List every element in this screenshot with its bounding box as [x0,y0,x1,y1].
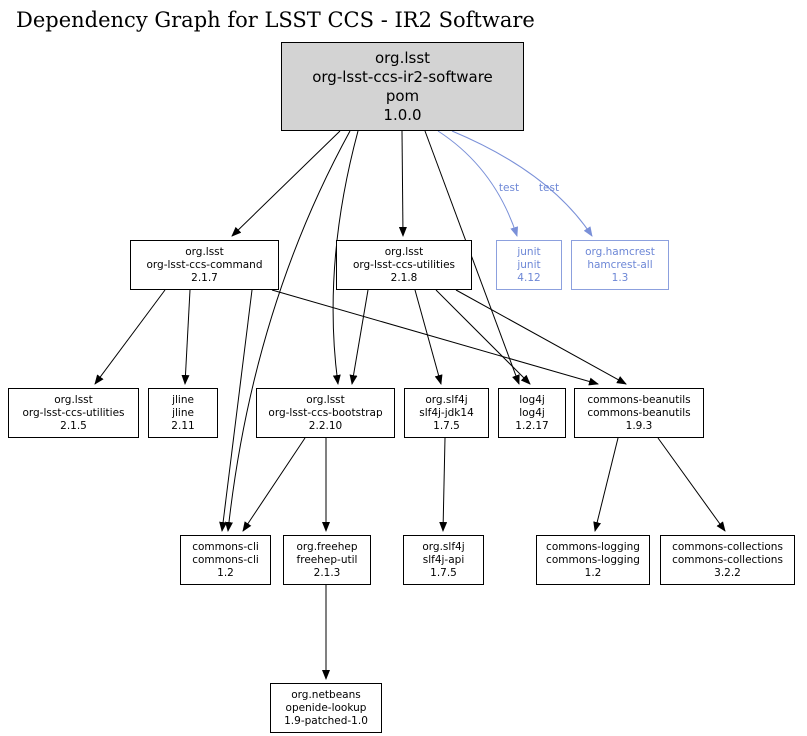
edge-command-to-jline [181,289,191,385]
node-label-line: 1.7.5 [430,566,457,579]
node-label-line: 1.2.17 [515,419,549,432]
node-label-line: 1.7.5 [433,419,460,432]
node-label-line: 2.11 [171,419,195,432]
edge-command-to-commons-cli [219,289,253,532]
node-label-line: commons-collections [672,553,783,566]
node-label-line: 2.1.3 [313,566,341,579]
node-label-line: org.lsst [374,48,431,67]
edge-root-to-command [231,130,341,237]
node-label-line: slf4j-api [422,553,465,566]
node-label-line: org.netbeans [291,688,361,701]
node-label-line: commons-beanutils [587,406,691,419]
edge-utilities218-to-log4j [435,289,531,385]
edge-root-to-utilities218 [398,130,407,237]
edge-utilities218-to-beanutils [455,289,627,385]
node-label-line: org.lsst [54,393,93,406]
node-label-line: 1.9-patched-1.0 [284,714,368,727]
node-label-line: org.lsst [306,393,345,406]
node-label-line: 1.2 [217,566,234,579]
node-label-line: openide-lookup [285,701,367,714]
node-label-line: 1.0.0 [383,105,422,124]
node-label-line: org.slf4j [422,540,465,553]
node-label-line: jline [172,406,194,419]
edge-root-to-junit [437,130,519,237]
node-label-line: org.freehep [296,540,358,553]
node-label-line: commons-collections [672,540,783,553]
edge-beanutils-to-commons-collections [657,437,726,532]
node-label-line: 1.3 [611,271,629,284]
node-label-line: 2.2.10 [308,419,343,432]
node-label-line: 1.2 [584,566,602,579]
node-label-line: log4j [519,406,545,419]
node-label-line: commons-cli [192,540,259,553]
node-label-line: org.hamcrest [585,245,655,258]
node-label-line: commons-logging [546,540,640,553]
edge-bootstrap-to-commons-cli [242,437,306,532]
node-label-line: org-lsst-ccs-utilities [22,406,125,419]
edge-command-to-beanutils [271,289,599,386]
node-label-line: freehep-util [296,553,358,566]
node-label-line: org.lsst [185,245,224,258]
edge-slf4j-jdk14-to-slf4j-api [439,437,448,532]
edge-root-to-hamcrest [451,130,593,237]
node-label-line: org-lsst-ccs-command [146,258,263,271]
node-label-line: commons-beanutils [587,393,691,406]
edge-scope-label: test [539,182,559,194]
node-label-line: 2.1.8 [390,271,418,284]
node-label-line: junit [517,245,541,258]
node-label-line: 2.1.5 [60,419,87,432]
node-label-line: org.slf4j [425,393,468,406]
node-label-line: junit [517,258,541,271]
edge-utilities218-to-slf4j-jdk14 [414,289,443,385]
node-label-line: org.lsst [384,245,424,258]
edge-command-to-utilities215 [94,289,166,385]
node-label-line: 2.1.7 [191,271,218,284]
node-label-line: hamcrest-all [587,258,653,271]
edge-utilities218-to-bootstrap [349,289,369,385]
node-label-line: 1.9.3 [625,419,653,432]
node-label-line: 4.12 [517,271,541,284]
edge-scope-label: test [499,182,519,194]
node-label-line: log4j [519,393,545,406]
edge-beanutils-to-commons-logging [593,437,619,532]
node-label-line: commons-logging [546,553,640,566]
edge-root-to-commons-cli [224,130,351,532]
node-label-line: 3.2.2 [714,566,741,579]
node-label-line: org-lsst-ccs-utilities [352,258,456,271]
node-label-line: org-lsst-ccs-bootstrap [268,406,383,419]
node-label-line: slf4j-jdk14 [419,406,474,419]
node-label-line: commons-cli [192,553,259,566]
node-label-line: jline [172,393,194,406]
page-title: Dependency Graph for LSST CCS - IR2 Soft… [16,8,535,32]
node-label-line: pom [385,86,420,105]
node-label-line: org-lsst-ccs-ir2-software [312,67,493,86]
